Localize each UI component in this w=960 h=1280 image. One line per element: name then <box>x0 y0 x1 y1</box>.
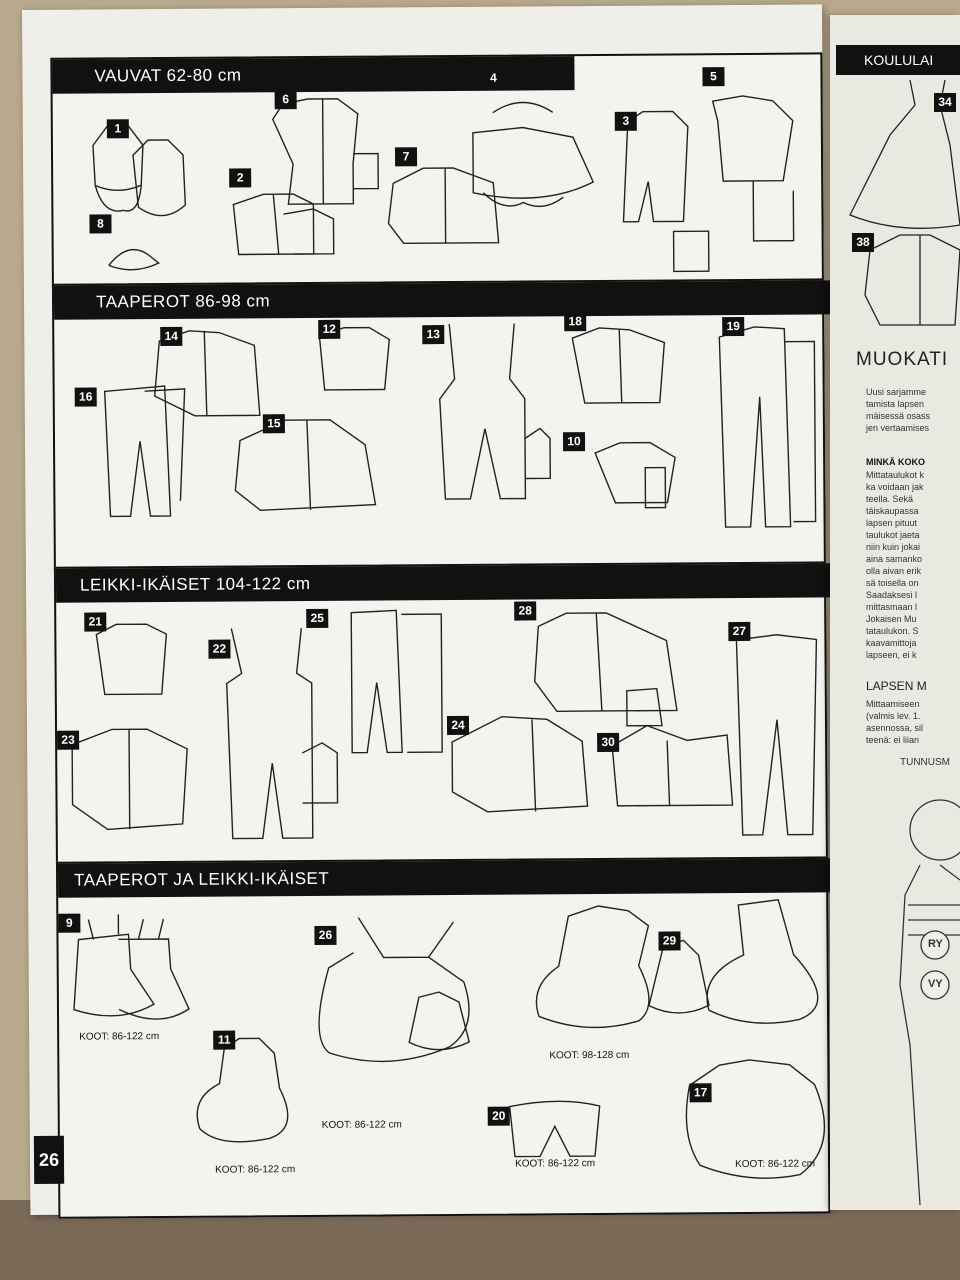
size-range-label: KOOT: 86-122 cm <box>321 1119 402 1131</box>
article-text-line: sä toisella on <box>866 578 919 588</box>
article-text-line: teenä: ei liian <box>866 735 920 745</box>
section-title: LEIKKI-IKÄISET 104-122 cm <box>55 563 849 603</box>
figure-label: TUNNUSM <box>900 757 950 768</box>
size-range-label: KOOT: 98-128 cm <box>549 1049 630 1062</box>
article-text-line: Uusi sarjamme <box>866 387 927 397</box>
child-measurement-figure <box>899 799 960 1205</box>
item-number-badge: 3 <box>614 111 637 131</box>
item-number-badge: 34 <box>934 93 956 112</box>
section-taaperot: TAAPEROT 86-98 cm 14 12 13 18 19 16 15 1… <box>51 278 865 571</box>
page-number: 26 <box>33 1135 65 1184</box>
garment-sketches <box>849 79 960 326</box>
article-text-line: taulukot jaeta <box>866 530 920 540</box>
article-text-line: teella. Sekä <box>866 494 914 504</box>
item-number-badge: 28 <box>514 601 537 621</box>
article-text-line: täiskaupassa <box>866 506 919 516</box>
article-text-line: Jokaisen Mu <box>866 614 917 624</box>
item-number-badge: 20 <box>487 1106 510 1126</box>
size-range-label: KOOT: 86-122 cm <box>735 1158 816 1171</box>
garment-sketches <box>92 95 795 273</box>
size-range-label: KOOT: 86-122 cm <box>515 1158 596 1170</box>
article-text-line: (valmis lev. 1. <box>866 711 921 721</box>
item-number-badge: 13 <box>422 325 445 345</box>
item-number-badge: 1 <box>106 119 129 139</box>
article-text-line: asennossa, sil <box>866 723 924 733</box>
section-title: TAAPEROT JA LEIKKI-IKÄISET <box>57 858 843 898</box>
article-text-line: aina samanko <box>866 554 923 564</box>
item-number-badge: 30 <box>597 732 620 753</box>
item-number-badge: 38 <box>852 233 874 252</box>
article-text-line: ka voidaan jak <box>866 482 924 492</box>
item-number-badge: 14 <box>160 326 183 347</box>
item-number-badge: 23 <box>57 730 80 750</box>
measurement-label: RY <box>928 938 943 950</box>
item-number-badge: 2 <box>229 168 252 188</box>
item-number-badge: 18 <box>564 312 587 332</box>
article-text-line: tataulukon. S <box>866 626 919 636</box>
garment-sketches <box>71 609 818 840</box>
article-heading: LAPSEN M <box>866 679 927 693</box>
article-heading: MINKÄ KOKO <box>866 457 925 467</box>
item-number-badge: 29 <box>658 931 681 951</box>
article-text-line: olla aivan erik <box>866 566 922 576</box>
item-number-badge: 5 <box>702 67 725 87</box>
item-number-badge: 26 <box>314 925 337 945</box>
article-text-line: Mittataulukot k <box>866 470 925 480</box>
section-vauvat: VAUVAT 62-80 cm 1 6 4 5 3 2 7 8 <box>50 52 824 288</box>
article-title: MUOKATI <box>856 349 949 370</box>
item-number-badge: 19 <box>722 316 745 337</box>
article-text-line: mäisessä osass <box>866 411 931 421</box>
item-number-badge: 27 <box>728 621 751 642</box>
item-number-badge: 7 <box>394 147 418 167</box>
garment-sketches <box>73 898 826 1179</box>
item-number-badge: 22 <box>208 639 231 659</box>
article-text-line: lapseen, ei k <box>866 650 917 660</box>
item-number-badge: 6 <box>274 90 297 110</box>
article-text-line: mittasmaan l <box>866 602 918 612</box>
article-text-line: lapsen pituut <box>866 518 918 528</box>
measurement-label: VY <box>928 978 943 990</box>
section-title: KOULULAI <box>836 45 960 75</box>
item-number-badge: 24 <box>446 715 470 736</box>
item-number-badge: 21 <box>84 612 107 632</box>
item-number-badge: 11 <box>213 1030 236 1050</box>
size-range-label: KOOT: 86-122 cm <box>215 1164 296 1176</box>
section-leikki-ikaiset: LEIKKI-IKÄISET 104-122 cm 21 22 25 28 27… <box>53 561 849 866</box>
size-range-label: KOOT: 86-122 cm <box>79 1031 160 1043</box>
article-text-line: niin kuin jokai <box>866 542 921 552</box>
section-taaperot-ja-leikki-ikaiset: TAAPEROT JA LEIKKI-IKÄISET 9 26 29 11 20… <box>55 856 843 1219</box>
item-number-badge: 4 <box>482 68 505 88</box>
item-number-badge: 12 <box>318 319 341 339</box>
catalog-page-left: VAUVAT 62-80 cm 1 6 4 5 3 2 7 8 TAAPEROT… <box>22 4 865 1219</box>
item-number-badge: 9 <box>58 913 81 933</box>
article-text-line: kaavamittoja <box>866 638 917 648</box>
item-number-badge: 10 <box>562 432 586 452</box>
article-text-line: Mittaamiseen <box>866 699 920 709</box>
item-number-badge: 8 <box>89 214 112 234</box>
item-number-badge: 15 <box>262 414 285 434</box>
item-number-badge: 16 <box>74 387 97 407</box>
garment-sketches <box>103 323 817 528</box>
catalog-page-right: KOULULAI 34 38 MUOKATI Uusi sarjamme tam… <box>830 15 960 1210</box>
item-number-badge: 25 <box>306 608 329 629</box>
article-text-line: tamista lapsen <box>866 399 925 409</box>
section-title: TAAPEROT 86-98 cm <box>53 280 865 320</box>
article-text-line: Saadaksesi l <box>866 590 918 600</box>
article-text-line: jen vertaamises <box>866 423 930 433</box>
item-number-badge: 17 <box>689 1083 712 1103</box>
